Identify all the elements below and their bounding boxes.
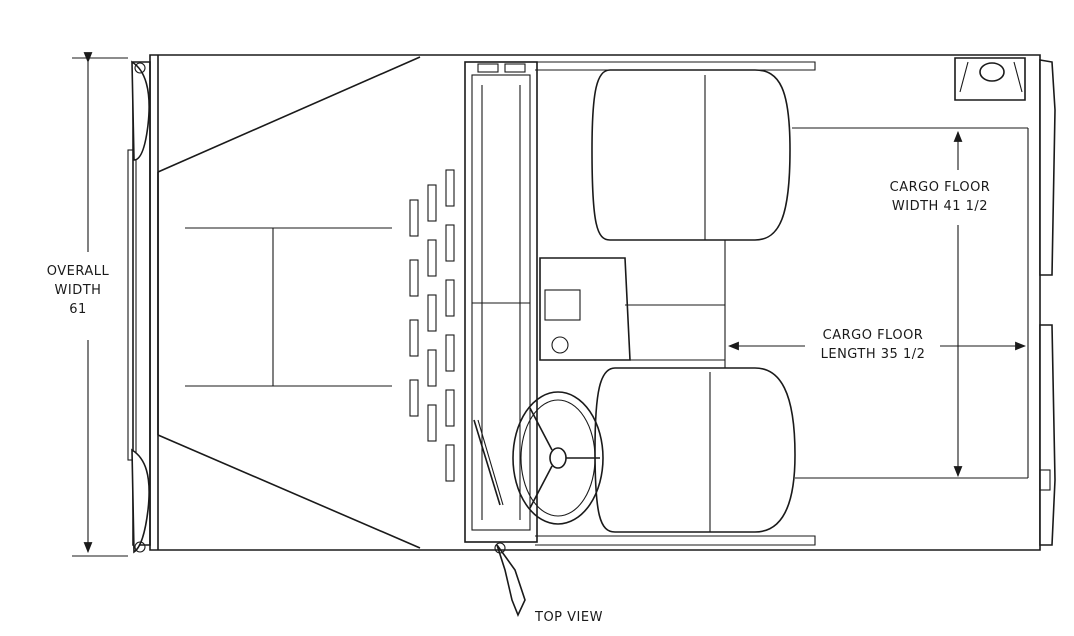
center-console [539, 240, 726, 368]
overall-width-label: OVERALL WIDTH 61 [38, 262, 118, 319]
overall-width-dimension [72, 52, 128, 557]
front-bumper-lights [131, 60, 150, 554]
view-caption: TOP VIEW [535, 610, 603, 625]
windshield-frame [464, 61, 538, 618]
cargo-floor-width-label-line1: CARGO FLOOR [889, 180, 991, 195]
vehicle-body-outline [127, 54, 1041, 551]
hood-vent-slots [409, 169, 455, 482]
cargo-area [535, 61, 1029, 546]
front-seats [591, 69, 796, 533]
cargo-floor-length-label: CARGO FLOOR LENGTH 35 1/2 [806, 326, 940, 364]
rear-tailgate [1039, 59, 1056, 546]
steering-wheel [512, 391, 604, 525]
hood-panel [157, 56, 421, 549]
tail-light [954, 57, 1026, 101]
overall-width-label-line3: 61 [69, 302, 87, 317]
cargo-floor-width-label: CARGO FLOOR WIDTH 41 1/2 [880, 178, 1000, 216]
overall-width-label-line2: WIDTH [54, 283, 102, 298]
cargo-floor-length-label-line2: LENGTH 35 1/2 [820, 347, 926, 362]
overall-width-label-line1: OVERALL [46, 264, 110, 279]
cargo-floor-width-label-line2: WIDTH 41 1/2 [891, 199, 989, 214]
cargo-floor-length-label-line1: CARGO FLOOR [822, 328, 924, 343]
